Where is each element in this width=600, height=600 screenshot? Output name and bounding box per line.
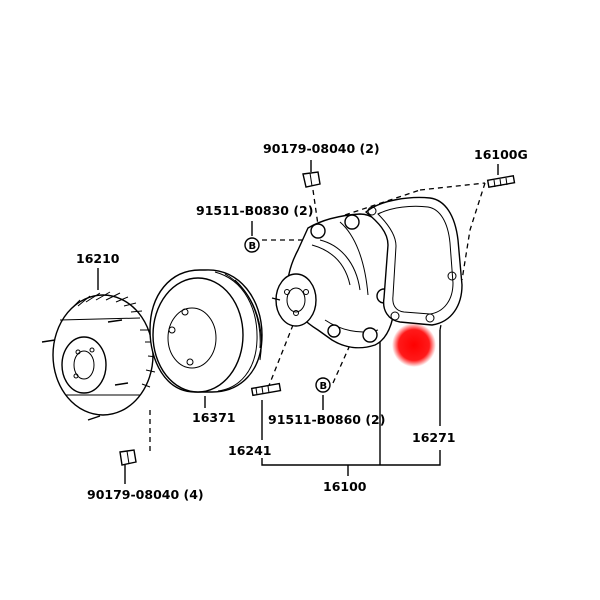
- b-marker-lower: B: [315, 377, 331, 393]
- b-marker-upper: B: [244, 237, 260, 253]
- label-gasket: 16271: [412, 430, 456, 445]
- pulley-16371: [149, 269, 263, 393]
- stud-16100g: [486, 174, 516, 189]
- label-nut-bottom: 90179-08040 (4): [87, 487, 204, 502]
- water-pump-body: [271, 213, 396, 349]
- label-bolt-upper: 91511-B0830 (2): [196, 203, 313, 218]
- label-bolt-top: 90179-08040 (2): [263, 141, 380, 156]
- highlight-marker: [392, 323, 436, 367]
- nut-top: [302, 171, 321, 188]
- label-bolt-lower: 91511-B0860 (2): [268, 412, 385, 427]
- svg-text:B: B: [320, 381, 328, 392]
- label-pump-assy: 16100: [323, 479, 367, 494]
- gasket-16271: [364, 196, 463, 326]
- stud-16241: [250, 382, 282, 397]
- fan-clutch-16210: [41, 291, 158, 421]
- svg-text:B: B: [249, 241, 257, 252]
- nut-bottom: [119, 449, 137, 466]
- label-fan-clutch: 16210: [76, 251, 120, 266]
- label-pulley: 16371: [192, 410, 236, 425]
- label-stud-left: 16241: [228, 443, 272, 458]
- label-stud-right: 16100G: [474, 147, 528, 162]
- leader-lines: [97, 160, 499, 484]
